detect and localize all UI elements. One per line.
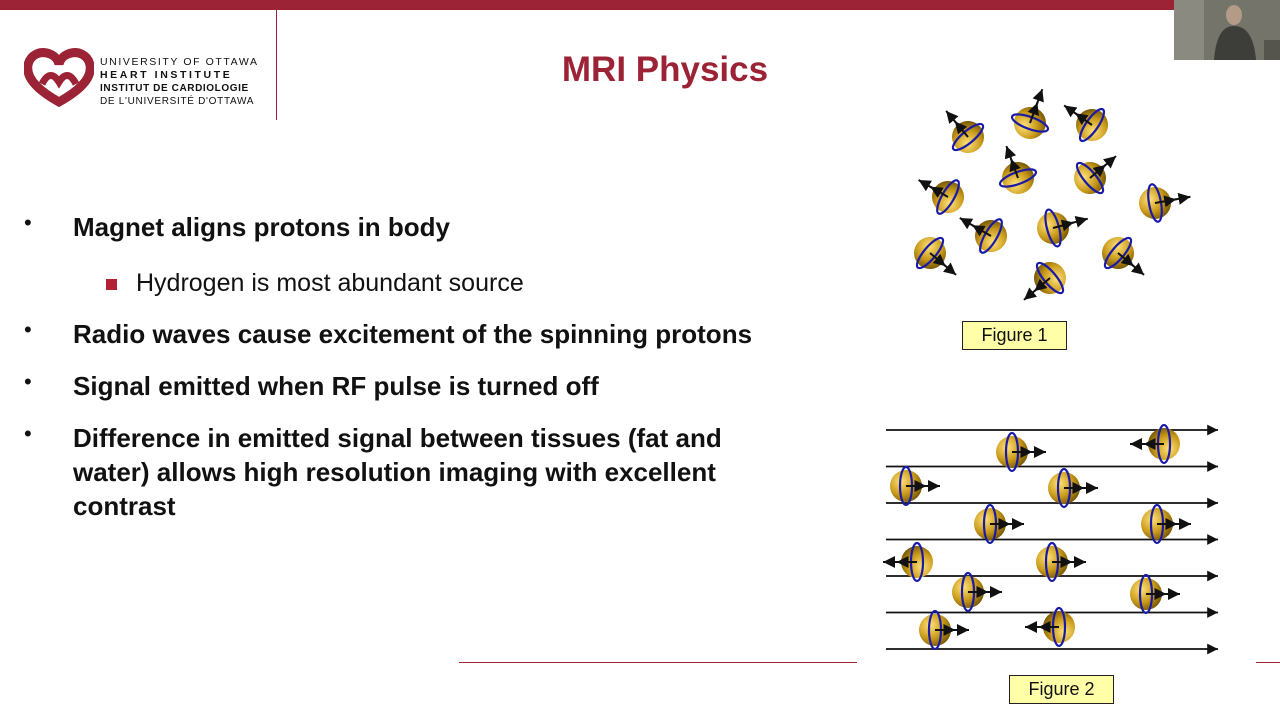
figure-1-random-protons [914, 88, 1191, 301]
logo-line-4: DE L'UNIVERSITÉ D'OTTAWA [100, 96, 255, 107]
bullet-text: Difference in emitted signal between tis… [73, 423, 722, 521]
proton-icon [998, 145, 1038, 194]
proton-icon [914, 236, 957, 276]
proton-icon [1048, 467, 1098, 509]
logo-line-2: HEART INSTITUTE [100, 69, 233, 81]
proton-icon [1063, 104, 1108, 143]
proton-icon [1130, 423, 1180, 465]
bullet-dot-icon: • [24, 210, 32, 235]
bullet-text: Magnet aligns protons in body [73, 212, 450, 242]
proton-icon [1025, 606, 1075, 648]
slide-title: MRI Physics [561, 50, 769, 89]
logo-line-1: UNIVERSITY OF OTTAWA [100, 56, 259, 68]
proton-icon [974, 503, 1024, 545]
figure-1-caption: Figure 1 [962, 321, 1067, 350]
proton-icon [918, 179, 964, 215]
proton-icon [1141, 503, 1191, 545]
square-bullet-icon [106, 279, 117, 290]
proton-icon [1037, 208, 1089, 248]
bullet-dot-icon: • [24, 421, 32, 446]
proton-icon [959, 217, 1007, 254]
heart-logo-icon [24, 48, 94, 108]
logo-line-3: INSTITUT DE CARDIOLOGIE [100, 83, 249, 94]
proton-icon [996, 431, 1046, 473]
header-divider [276, 10, 277, 120]
sub-bullet-text: Hydrogen is most abundant source [136, 269, 524, 297]
proton-icon [952, 571, 1002, 613]
bullet-text: Signal emitted when RF pulse is turned o… [73, 371, 599, 401]
proton-icon [1023, 261, 1066, 301]
bullet-dot-icon: • [24, 369, 32, 394]
figure-2-caption: Figure 2 [1009, 675, 1114, 704]
proton-icon [945, 110, 985, 153]
footer-line [459, 662, 857, 663]
bullet-text: Radio waves cause excitement of the spin… [73, 319, 753, 349]
proton-icon [883, 541, 933, 583]
top-accent-bar [0, 0, 1280, 10]
proton-icon [890, 465, 940, 507]
figure-2-aligned-protons [883, 423, 1218, 655]
proton-icon [1130, 573, 1180, 615]
bullet-dot-icon: • [24, 317, 32, 342]
proton-icon [1074, 155, 1117, 195]
presenter-video-thumbnail [1174, 0, 1280, 60]
footer-line-right [1256, 662, 1280, 663]
university-logo: UNIVERSITY OF OTTAWA HEART INSTITUTE INS… [24, 48, 264, 110]
proton-icon [1102, 236, 1145, 276]
proton-icon [919, 609, 969, 651]
proton-icon [1036, 541, 1086, 583]
proton-icon [1139, 183, 1191, 223]
proton-icon [1010, 88, 1050, 139]
